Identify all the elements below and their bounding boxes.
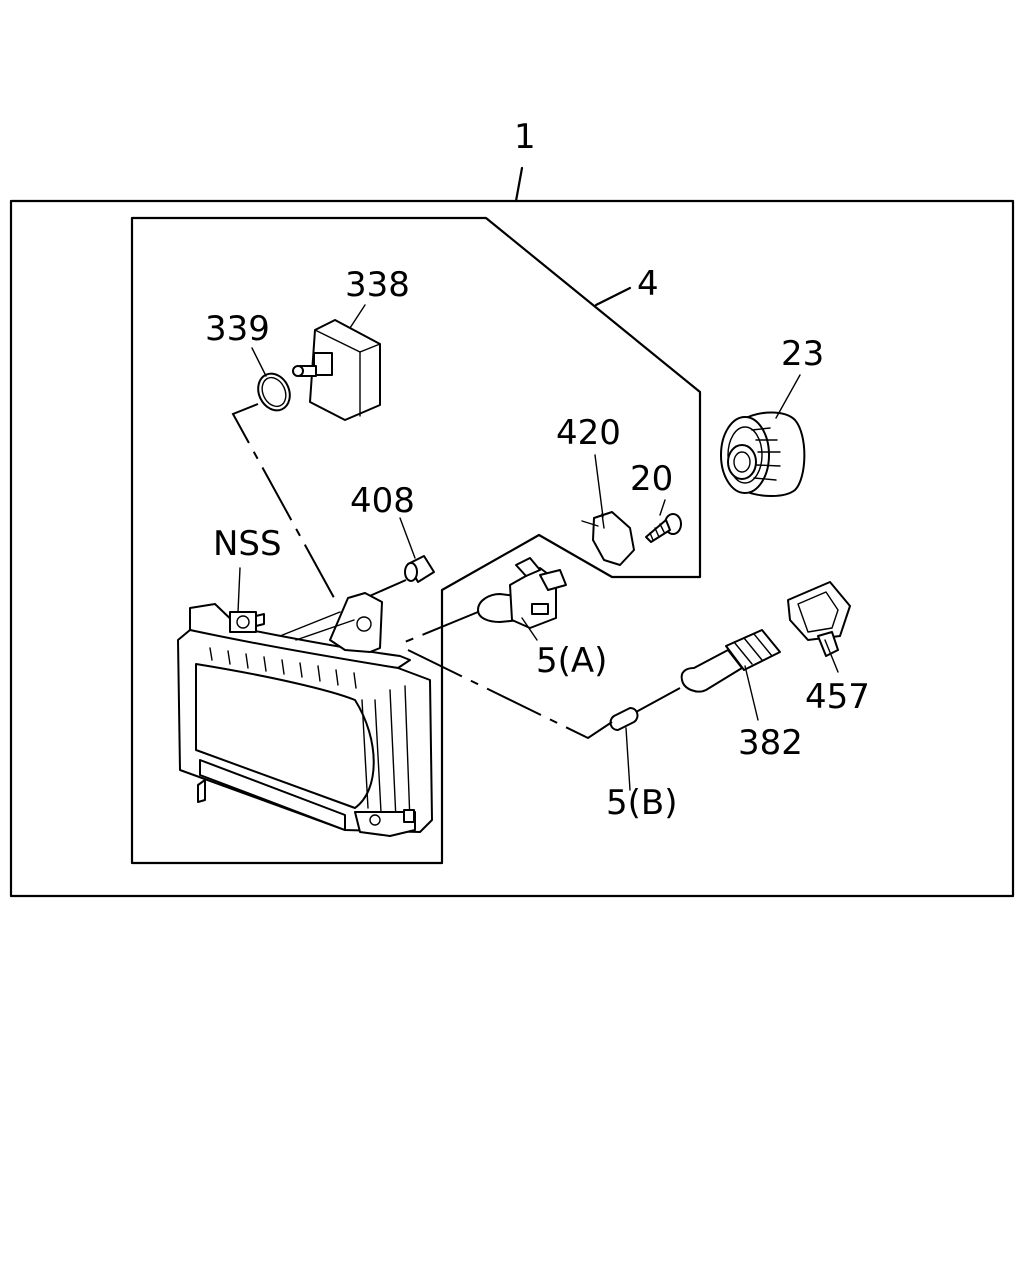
leader-339: [251, 347, 267, 377]
leader-420: [594, 454, 604, 518]
label-nss: NSS: [213, 524, 282, 564]
dash-5a: [399, 611, 479, 645]
label-420: 420: [556, 413, 621, 453]
label-assembly: 1: [514, 117, 536, 157]
label-23: 23: [781, 334, 824, 374]
bulb-cover-23: [720, 411, 806, 497]
bulb-5b: [609, 707, 639, 731]
leader-408: [399, 517, 416, 559]
label-457: 457: [805, 677, 870, 717]
marker-lamp-338: [292, 319, 381, 421]
leader-nss: [237, 567, 241, 613]
label-338: 338: [345, 265, 410, 305]
grommet-408: [404, 555, 435, 583]
housing-group-outline: [130, 216, 702, 865]
leader-382: [744, 665, 759, 721]
bulb-5a: [477, 557, 567, 629]
connector-457: [787, 581, 851, 657]
label-20: 20: [630, 459, 673, 499]
clip-420: [581, 511, 635, 566]
assembly-frame: [9, 199, 1015, 898]
housing-leader: [594, 286, 632, 307]
dash-5b-382: [635, 687, 681, 713]
dash-5b: [407, 649, 613, 740]
oring-339: [257, 372, 291, 412]
dash-408: [364, 579, 407, 599]
socket-382: [680, 629, 781, 693]
label-housing: 4: [637, 264, 659, 304]
leader-5a: [521, 617, 538, 641]
leader-338: [349, 304, 366, 329]
leader-23: [775, 374, 801, 419]
leader-457: [824, 639, 839, 673]
label-408: 408: [350, 481, 415, 521]
leader-5b: [625, 727, 631, 791]
label-5a: 5(A): [536, 641, 607, 681]
screw-20: [645, 513, 682, 543]
assembly-dashline-339: [231, 403, 339, 606]
assembly-leader: [514, 166, 524, 203]
label-5b: 5(B): [606, 783, 678, 823]
headlamp-unit: [177, 592, 433, 837]
label-339: 339: [205, 309, 270, 349]
label-382: 382: [738, 723, 803, 763]
leader-20: [659, 499, 666, 516]
